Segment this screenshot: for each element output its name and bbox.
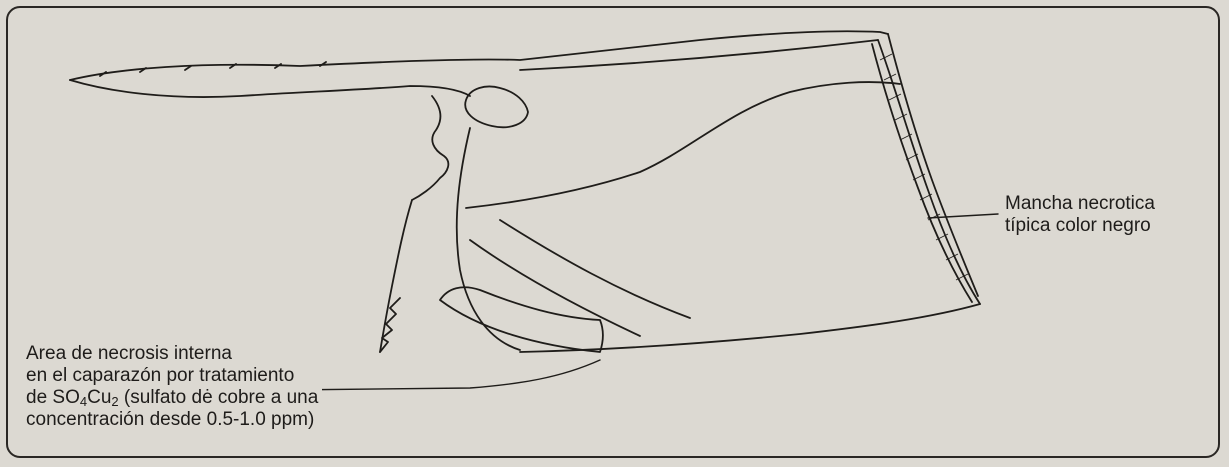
annotation-internal-necrosis-line-1: Area de necrosis interna (26, 343, 318, 365)
rostrum-outline (70, 31, 888, 80)
formula-so: SO (52, 387, 79, 408)
eye-stalk (465, 87, 528, 128)
annotation-internal-necrosis-line-3: de SO4Cu2 (sulfato dė cobre a una (26, 387, 318, 409)
annotation-necrotic-spot-line-2: típica color negro (1005, 215, 1155, 237)
formula-cu: Cu (87, 387, 111, 408)
annotation-internal-necrosis-line-2: en el caparazón por tratamiento (26, 365, 318, 387)
necrotic-hatching (880, 54, 968, 280)
annotation-necrotic-spot: Mancha necrotica típica color negro (1005, 193, 1155, 237)
antennal-scale-edge (380, 200, 412, 352)
leader-line-left (286, 360, 600, 390)
annotation-internal-necrosis-line-4: concentración desde 0.5-1.0 ppm) (26, 409, 318, 431)
annotation-necrotic-spot-line-1: Mancha necrotica (1005, 193, 1155, 215)
rostrum-underside (70, 80, 470, 97)
ventral-spines (380, 298, 400, 352)
carapace-dorsal (520, 40, 878, 70)
line-3-prefix: de (26, 387, 52, 408)
formula-cu-subscript: 2 (111, 394, 118, 409)
antenna-base (412, 96, 448, 200)
line-3-suffix: (sulfato dė cobre a una (119, 387, 319, 408)
necrotic-band (888, 34, 978, 296)
branchiostegite-line-2 (500, 220, 690, 318)
carapace-inner-curve (466, 82, 900, 208)
annotation-internal-necrosis: Area de necrosis interna en el caparazón… (26, 343, 322, 433)
internal-necrosis-area (440, 287, 603, 352)
